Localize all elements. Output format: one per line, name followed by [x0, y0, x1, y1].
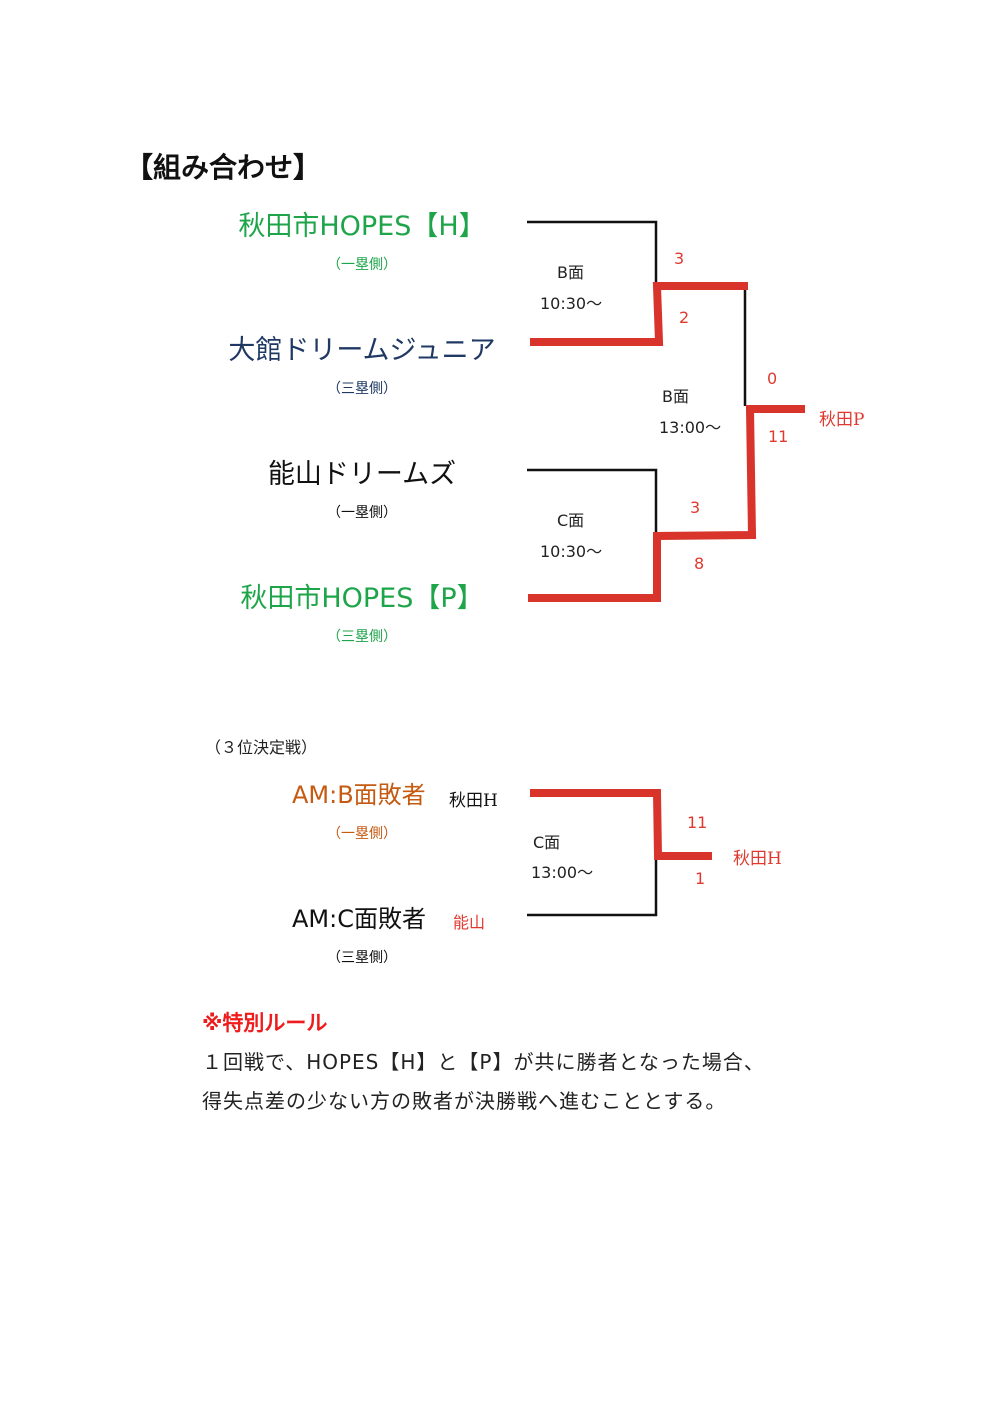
team-side: （三塁側） [327, 381, 397, 397]
rule-heading: ※特別ルール [202, 1011, 328, 1035]
winner-label: 秋田P [819, 410, 865, 430]
win-line-team2 [530, 282, 748, 346]
match-time: 13:00～ [531, 863, 594, 882]
page-title: 【組み合わせ】 [125, 151, 322, 184]
match-time: 13:00～ [659, 418, 722, 437]
rule-line: １回戦で、HOPES【H】と【P】が共に勝者となった場合、 [202, 1050, 765, 1074]
team-name: 秋田市HOPES【P】 [240, 583, 484, 614]
team-name: 能山ドリームズ [267, 459, 457, 490]
line-team3 [527, 468, 658, 535]
match-field: B面 [662, 387, 689, 406]
score: 3 [690, 498, 701, 517]
match-field: B面 [557, 263, 584, 282]
match-field: C面 [557, 511, 585, 530]
score: 11 [687, 813, 708, 832]
match-field: C面 [533, 833, 561, 852]
score: 8 [694, 554, 705, 573]
team-side: （一塁側） [327, 257, 397, 273]
team-name: 秋田市HOPES【H】 [238, 211, 486, 242]
actual-team: 秋田H [449, 791, 498, 811]
match-time: 10:30～ [540, 542, 603, 561]
score: 11 [768, 427, 789, 446]
team-side: （一塁側） [327, 826, 397, 842]
actual-team: 能山 [453, 913, 486, 932]
winner-label: 秋田H [733, 849, 782, 869]
third-place-heading: （３位決定戦） [205, 738, 318, 757]
team-side: （一塁側） [327, 505, 397, 521]
match-time: 10:30～ [540, 294, 603, 313]
rule-line: 得失点差の少ない方の敗者が決勝戦へ進むこととする。 [202, 1089, 727, 1113]
win-line-third [530, 789, 712, 860]
win-line-team4 [528, 405, 805, 602]
team-name: AM:B面敗者 [292, 781, 426, 809]
team-side: （三塁側） [327, 950, 397, 966]
score: 1 [695, 869, 706, 888]
team-name: AM:C面敗者 [292, 905, 426, 933]
score: 0 [767, 369, 778, 388]
team-side: （三塁側） [327, 629, 397, 645]
line-third-bottom [527, 856, 658, 917]
score: 3 [674, 249, 685, 268]
score: 2 [679, 308, 690, 327]
line-team1 [527, 220, 658, 285]
team-name: 大館ドリームジュニア [228, 335, 496, 366]
